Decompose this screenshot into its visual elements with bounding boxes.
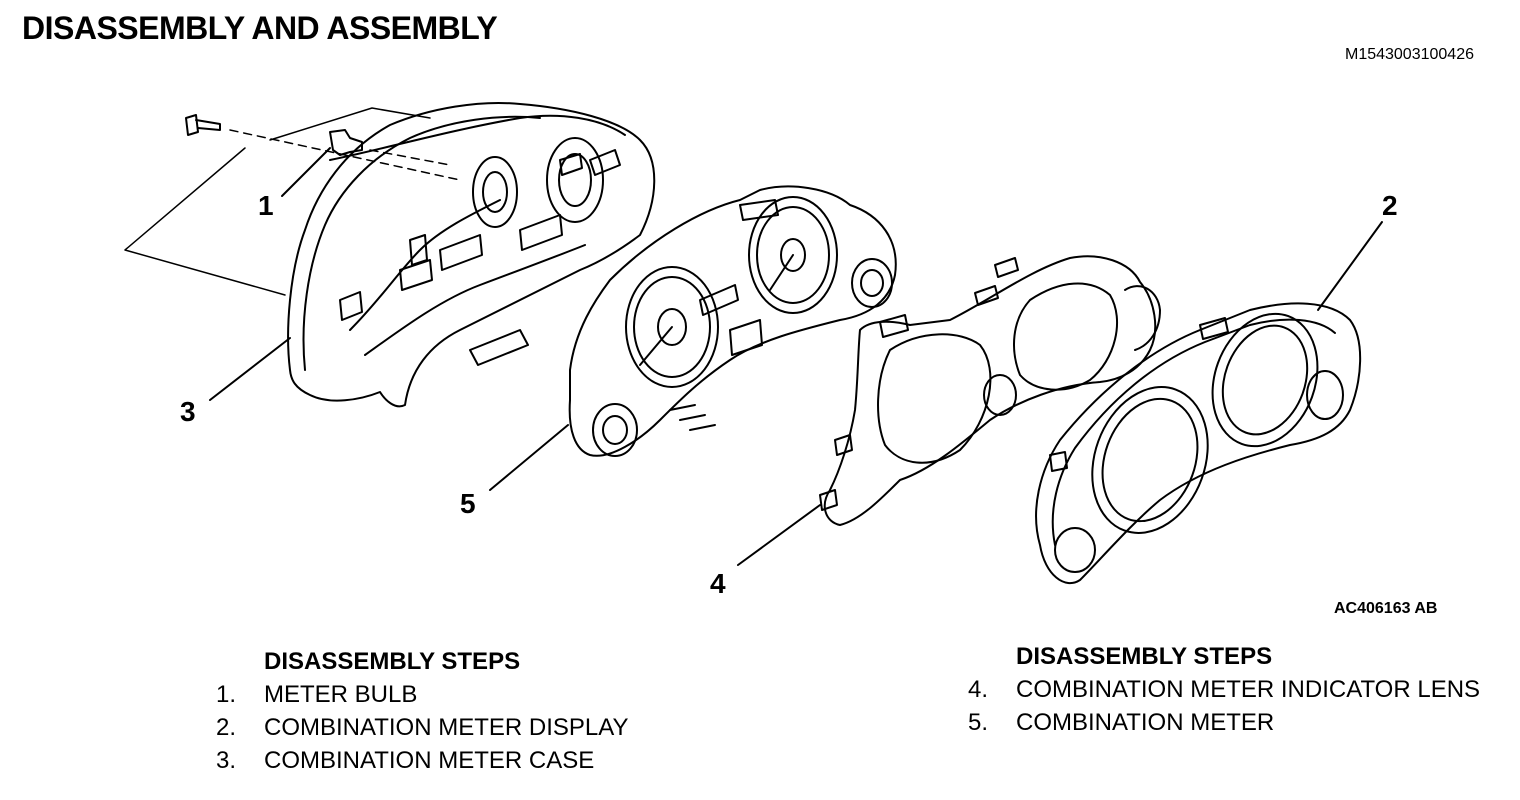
document-id: M1543003100426 — [1344, 46, 1474, 63]
step-label: METER BULB — [264, 681, 418, 708]
step-label: COMBINATION METER CASE — [264, 747, 595, 774]
disassembly-steps-right: DISASSEMBLY STEPS 4. COMBINATION METER I… — [968, 640, 1480, 739]
step-item: 4. COMBINATION METER INDICATOR LENS — [968, 673, 1480, 706]
callout-2: 2 — [1382, 190, 1398, 221]
combination-meter-part — [568, 185, 897, 457]
step-number: 2. — [216, 714, 237, 741]
step-label: COMBINATION METER — [1016, 709, 1275, 736]
step-label: COMBINATION METER INDICATOR LENS — [1016, 676, 1481, 703]
steps-heading: DISASSEMBLY STEPS — [1016, 643, 1273, 670]
callout-4: 4 — [710, 568, 726, 599]
meter-bulb-part — [185, 114, 363, 156]
step-number: 3. — [216, 747, 237, 774]
step-item: 5. COMBINATION METER — [968, 706, 1480, 739]
callout-3: 3 — [180, 396, 196, 427]
step-item: 1. METER BULB — [216, 678, 629, 711]
callout-1: 1 — [258, 190, 274, 221]
callout-5: 5 — [460, 488, 476, 519]
disassembly-steps-left: DISASSEMBLY STEPS 1. METER BULB 2. COMBI… — [216, 645, 629, 777]
step-number: 1. — [216, 681, 237, 708]
assembly-guide-lines — [124, 107, 461, 296]
steps-heading: DISASSEMBLY STEPS — [264, 648, 521, 675]
page-title: DISASSEMBLY AND ASSEMBLY — [22, 10, 498, 46]
figure-id: AC406163 AB — [1334, 600, 1438, 617]
callout-leaders — [209, 147, 1383, 566]
indicator-lens-part — [819, 255, 1161, 526]
step-item: 3. COMBINATION METER CASE — [216, 744, 629, 777]
step-number: 5. — [968, 709, 989, 736]
meter-case-part — [287, 101, 656, 408]
step-number: 4. — [968, 676, 989, 703]
step-label: COMBINATION METER DISPLAY — [264, 714, 629, 741]
step-item: 2. COMBINATION METER DISPLAY — [216, 711, 629, 744]
meter-display-part — [1035, 302, 1362, 585]
